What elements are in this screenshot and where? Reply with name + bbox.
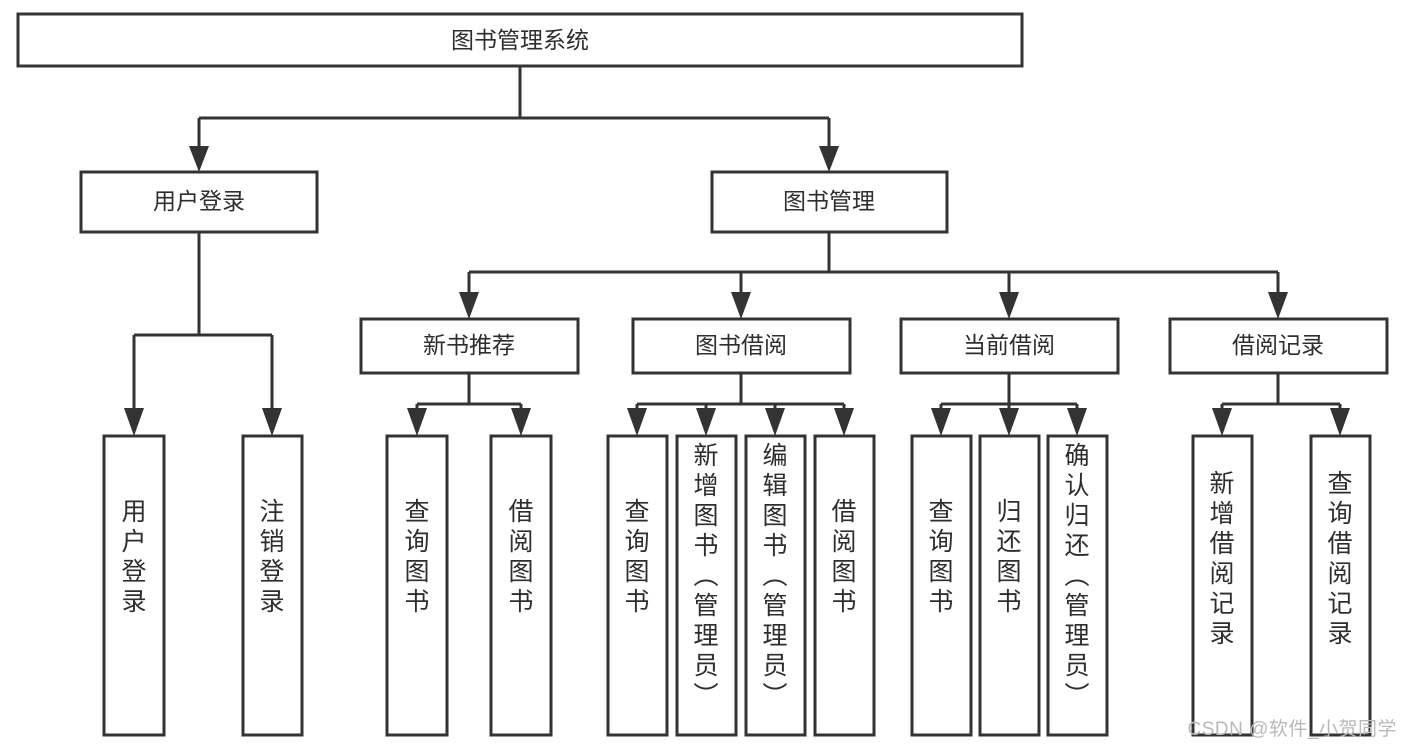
node-leaf-query-record[interactable]: 查询借阅记录 [1309,434,1372,737]
node-leaf-confirm-return-box[interactable] [1046,434,1109,737]
node-leaf-edit-book-label: 编辑图书︵管理员︶ [762,442,787,710]
node-current-borrow-box[interactable] [899,317,1120,375]
connector-group-user-login [124,232,282,436]
node-new-book-recommend[interactable]: 新书推荐 [359,317,580,375]
node-leaf-query-book-3-box[interactable] [910,434,973,737]
node-current-borrow-label: 当前借阅 [963,332,1055,358]
node-borrow-record-box[interactable] [1168,317,1389,375]
node-leaf-query-book-3[interactable]: 查询图书 [910,434,973,737]
node-leaf-query-book-1-label: 查询图书 [404,498,429,616]
node-leaf-edit-book[interactable]: 编辑图书︵管理员︶ [744,434,807,737]
node-new-book-recommend-box[interactable] [359,317,580,375]
node-user-login-box[interactable] [79,170,319,234]
arrow-head-book-borrow [731,292,751,319]
arrow-head-leaf-borrow-book-1 [511,408,531,436]
node-leaf-return-book-label: 归还图书 [996,498,1021,616]
arrow-head-leaf-add-book [696,408,716,436]
node-leaf-user-login-label: 用户登录 [121,498,146,616]
arrow-head-book-manage [819,146,839,172]
node-leaf-confirm-return-label: 确认归还︵管理员︶ [1064,442,1089,710]
node-leaf-add-book-label: 新增图书︵管理员︶ [693,442,718,710]
arrow-head-leaf-logout-login [262,408,282,436]
connector-group-current-borrow [931,373,1087,436]
node-leaf-borrow-book-1-box[interactable] [489,434,553,737]
node-borrow-record-label: 借阅记录 [1232,332,1324,358]
node-book-manage[interactable]: 图书管理 [710,170,949,234]
node-borrow-record[interactable]: 借阅记录 [1168,317,1389,375]
node-leaf-logout-login-box[interactable] [241,434,304,737]
node-leaf-query-book-2[interactable]: 查询图书 [606,434,669,737]
arrow-head-leaf-borrow-book-2 [834,408,854,436]
node-root[interactable]: 图书管理系统 [16,12,1024,68]
arrow-head-leaf-add-record [1212,408,1232,436]
node-leaf-confirm-return[interactable]: 确认归还︵管理员︶ [1046,434,1109,737]
node-current-borrow[interactable]: 当前借阅 [899,317,1120,375]
arrow-head-leaf-user-login [124,408,144,436]
arrow-head-leaf-edit-book [765,408,785,436]
node-leaf-add-record-label: 新增借阅记录 [1209,470,1234,648]
node-leaf-logout-login[interactable]: 注销登录 [241,434,304,737]
arrow-head-user-login [189,146,209,172]
arrow-head-leaf-query-book-3 [931,408,951,436]
node-book-borrow[interactable]: 图书借阅 [631,317,852,375]
arrow-head-current-borrow [999,292,1019,319]
arrow-head-leaf-return-book [999,408,1019,436]
arrow-head-borrow-record [1268,292,1288,319]
node-user-login[interactable]: 用户登录 [79,170,319,234]
node-leaf-query-book-3-label: 查询图书 [928,498,953,616]
node-book-borrow-label: 图书借阅 [695,332,787,358]
connector-group-root [189,66,839,172]
connector-group-book-borrow [627,373,854,436]
node-leaf-query-record-label: 查询借阅记录 [1327,470,1352,648]
node-leaf-add-book-box[interactable] [675,434,738,737]
arrow-head-leaf-query-book-2 [627,408,647,436]
arrow-head-leaf-confirm-return [1067,408,1087,436]
connector-group-borrow-record [1212,373,1350,436]
node-leaf-borrow-book-2[interactable]: 借阅图书 [813,434,876,737]
node-leaf-edit-book-box[interactable] [744,434,807,737]
node-leaf-borrow-book-1-label: 借阅图书 [508,498,533,616]
node-leaf-add-record-box[interactable] [1191,434,1254,737]
connector-group-book-manage [459,232,1288,319]
node-leaf-query-book-1-box[interactable] [385,434,449,737]
node-leaf-borrow-book-1[interactable]: 借阅图书 [489,434,553,737]
node-leaf-borrow-book-2-label: 借阅图书 [831,498,856,616]
node-leaf-query-record-box[interactable] [1309,434,1372,737]
node-new-book-recommend-label: 新书推荐 [423,332,515,358]
node-user-login-label: 用户登录 [153,188,245,214]
node-leaf-query-book-1[interactable]: 查询图书 [385,434,449,737]
node-leaf-query-book-2-box[interactable] [606,434,669,737]
node-root-label: 图书管理系统 [451,27,589,53]
node-leaf-user-login[interactable]: 用户登录 [102,434,166,737]
csdn-watermark: CSDN @软件_小贺同学 [1187,719,1397,740]
arrow-head-new-book-recommend [459,292,479,319]
node-leaf-return-book[interactable]: 归还图书 [978,434,1041,737]
node-book-manage-box[interactable] [710,170,949,234]
node-leaf-logout-login-label: 注销登录 [259,498,284,616]
node-leaf-add-book[interactable]: 新增图书︵管理员︶ [675,434,738,737]
node-leaf-query-book-2-label: 查询图书 [624,498,649,616]
node-root-box[interactable] [16,12,1024,68]
node-leaf-user-login-box[interactable] [102,434,166,737]
node-leaf-add-record[interactable]: 新增借阅记录 [1191,434,1254,737]
node-book-manage-label: 图书管理 [783,188,875,214]
node-leaf-return-book-box[interactable] [978,434,1041,737]
connector-group-new-book-recommend [407,373,531,436]
node-leaf-borrow-book-2-box[interactable] [813,434,876,737]
arrow-head-leaf-query-book-1 [407,408,427,436]
node-book-borrow-box[interactable] [631,317,852,375]
arrow-head-leaf-query-record [1330,408,1350,436]
